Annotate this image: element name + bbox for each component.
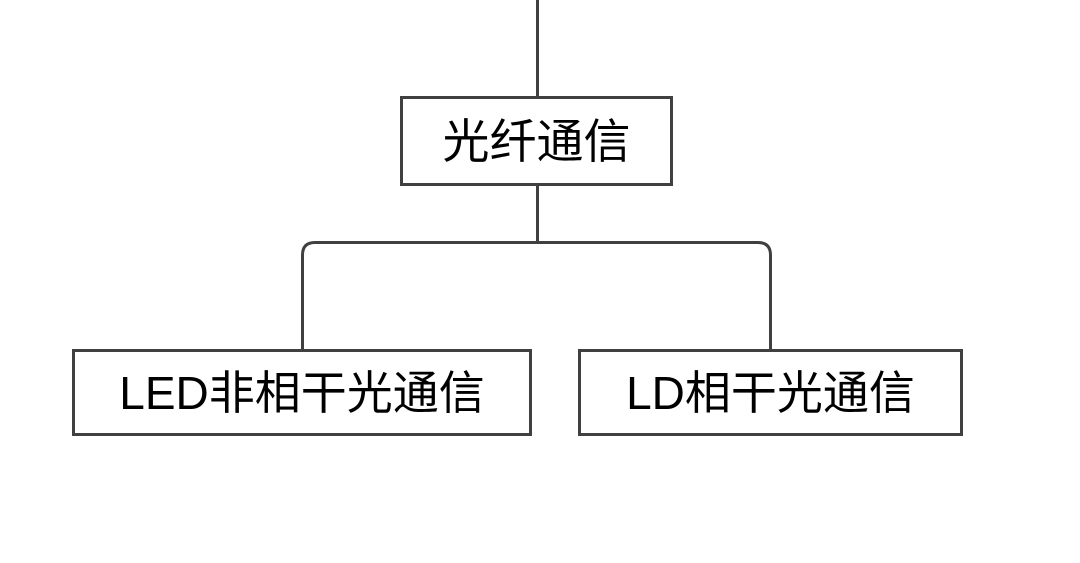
- node-left-label: LED非相干光通信: [119, 366, 485, 419]
- node-right-label: LD相干光通信: [626, 366, 915, 419]
- edge-bus-right: [537, 241, 772, 350]
- node-root-label: 光纤通信: [442, 114, 631, 168]
- node-optical-fiber-communication[interactable]: 光纤通信: [400, 96, 673, 186]
- edge-bus-left: [301, 241, 538, 350]
- node-led-incoherent-optical-communication[interactable]: LED非相干光通信: [72, 349, 532, 436]
- node-ld-coherent-optical-communication[interactable]: LD相干光通信: [578, 349, 963, 436]
